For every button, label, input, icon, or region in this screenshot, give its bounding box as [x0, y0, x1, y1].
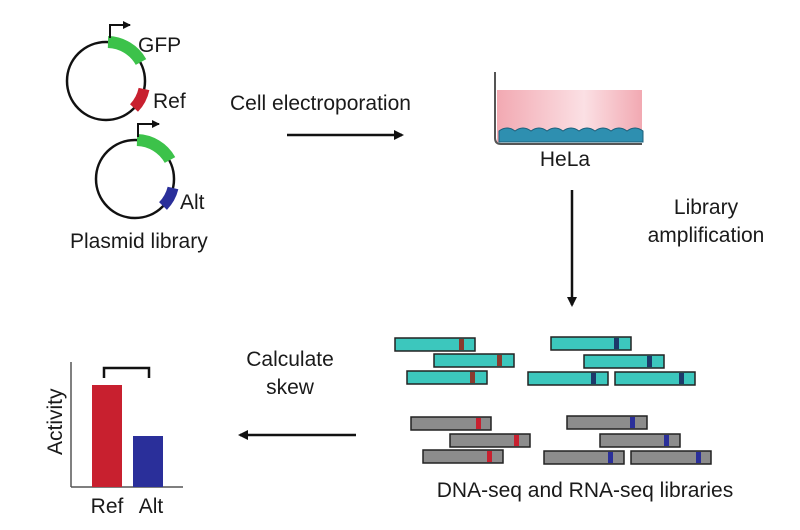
- read-bar: [394, 337, 476, 352]
- read-bar: [550, 336, 632, 351]
- read-bar: [527, 371, 609, 386]
- comparison-bracket: [102, 366, 151, 378]
- rna-seq-read: [630, 450, 712, 465]
- gfp-gene: [107, 36, 147, 66]
- alt-allele-marker: [696, 452, 701, 463]
- read-bar: [543, 450, 625, 465]
- read-bar: [433, 353, 515, 368]
- bar-alt: [133, 436, 163, 487]
- bar-ref: [92, 385, 122, 487]
- amplification-label-line2: amplification: [648, 224, 765, 247]
- amplification-label-line1: Library: [674, 196, 739, 219]
- dna-seq-read: [433, 353, 515, 368]
- dish-wall: [494, 72, 642, 145]
- plasmid-ref: GFP Ref: [65, 21, 186, 122]
- rna-seq-read: [410, 416, 492, 431]
- dna-seq-read: [394, 337, 476, 352]
- alt-allele-marker: [664, 435, 669, 446]
- read-bar: [406, 370, 488, 385]
- plasmid-library-caption: Plasmid library: [70, 230, 208, 253]
- promoter-arrow-icon: [109, 21, 131, 38]
- activity-bar-plot: Activity Ref Alt: [44, 362, 183, 518]
- cell-monolayer: [498, 127, 644, 143]
- alt-variant: [158, 186, 179, 210]
- read-bar: [614, 371, 696, 386]
- ref-label: Ref: [153, 90, 186, 113]
- plasmid-backbone: [65, 40, 147, 122]
- rna-seq-read: [599, 433, 681, 448]
- read-bar: [566, 415, 648, 430]
- electroporation-label: Cell electroporation: [230, 92, 411, 115]
- rna-seq-read: [449, 433, 531, 448]
- alt-label: Alt: [180, 191, 205, 214]
- plasmid-backbone: [94, 138, 176, 220]
- dna-seq-read: [550, 336, 632, 351]
- alt-allele-marker: [679, 373, 684, 384]
- rna-seq-read: [566, 415, 648, 430]
- alt-allele-marker: [630, 417, 635, 428]
- ref-allele-marker: [497, 355, 502, 366]
- promoter-arrow-icon: [137, 120, 160, 137]
- read-bar: [583, 354, 665, 369]
- read-bar: [599, 433, 681, 448]
- read-bar: [449, 433, 531, 448]
- alt-allele-marker: [647, 356, 652, 367]
- x-tick-ref: Ref: [91, 495, 124, 518]
- dna-seq-read: [614, 371, 696, 386]
- alt-allele-marker: [591, 373, 596, 384]
- ref-allele-marker: [459, 339, 464, 350]
- read-bar: [630, 450, 712, 465]
- hela-culture-dish: [494, 72, 644, 145]
- dna-seq-read: [583, 354, 665, 369]
- alt-allele-marker: [614, 338, 619, 349]
- rna-seq-read: [543, 450, 625, 465]
- dna-seq-read: [406, 370, 488, 385]
- rna-seq-read: [422, 449, 504, 464]
- sequencing-reads: [394, 336, 712, 465]
- skew-label-line1: Calculate: [246, 348, 334, 371]
- read-bar: [410, 416, 492, 431]
- ref-allele-marker: [514, 435, 519, 446]
- ref-allele-marker: [487, 451, 492, 462]
- plasmid-alt: Alt: [94, 120, 205, 220]
- cell-line-label: HeLa: [540, 148, 591, 171]
- ref-allele-marker: [470, 372, 475, 383]
- y-axis-label: Activity: [44, 388, 67, 455]
- dna-seq-read: [527, 371, 609, 386]
- x-tick-alt: Alt: [139, 495, 164, 518]
- skew-label-line2: skew: [266, 376, 315, 399]
- ref-variant: [129, 87, 150, 112]
- ref-allele-marker: [476, 418, 481, 429]
- alt-allele-marker: [608, 452, 613, 463]
- gfp-gene: [136, 134, 176, 164]
- read-bar: [422, 449, 504, 464]
- gfp-label: GFP: [138, 34, 181, 57]
- libraries-label: DNA-seq and RNA-seq libraries: [437, 479, 733, 502]
